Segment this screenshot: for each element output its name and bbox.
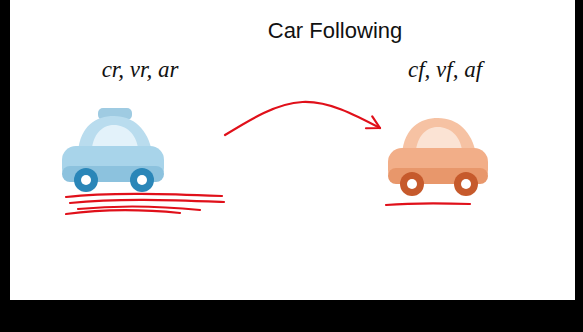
red-underline [386, 203, 470, 205]
diagram-title: Car Following [200, 18, 470, 44]
car-node: cr, vr, ar [55, 55, 225, 200]
state-label: cf, vf, af [380, 55, 510, 83]
follow-arrow [225, 102, 380, 135]
car-node: cf, vf, af [380, 55, 510, 200]
orange-car [388, 118, 488, 196]
arrow-head [366, 116, 380, 128]
arrow-line [225, 102, 380, 135]
state-label: cr, vr, ar [55, 55, 225, 83]
red-scribble [66, 194, 224, 214]
white-panel [10, 0, 575, 300]
blue-car [62, 108, 164, 192]
